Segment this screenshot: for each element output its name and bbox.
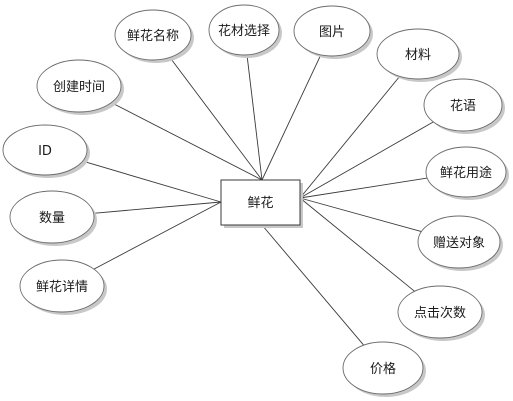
attribute-ellipse[interactable] bbox=[36, 59, 122, 113]
attribute-detail[interactable]: 鲜花详情 bbox=[19, 259, 107, 315]
attribute-image[interactable]: 图片 bbox=[293, 5, 373, 59]
connector-quantity bbox=[93, 201, 222, 214]
attribute-label: 花语 bbox=[450, 98, 476, 114]
attribute-created_time[interactable]: 创建时间 bbox=[36, 59, 124, 115]
attribute-ellipse[interactable] bbox=[114, 9, 192, 61]
entity-label: 鲜花 bbox=[247, 195, 273, 211]
attribute-ellipse[interactable] bbox=[397, 285, 483, 339]
attribute-ellipse[interactable] bbox=[423, 78, 503, 132]
connector-flower_language bbox=[299, 121, 434, 199]
entity-node: 鲜花 bbox=[220, 179, 303, 228]
attribute-ellipse[interactable] bbox=[342, 341, 424, 395]
attribute-label: 鲜花详情 bbox=[36, 279, 88, 295]
attribute-id[interactable]: ID bbox=[2, 124, 90, 178]
attribute-material_select[interactable]: 花材选择 bbox=[208, 4, 282, 58]
attribute-ellipse[interactable] bbox=[425, 146, 507, 198]
connector-created_time bbox=[111, 102, 263, 181]
connector-id bbox=[82, 160, 222, 203]
attribute-label: 花材选择 bbox=[218, 23, 270, 39]
attribute-name[interactable]: 鲜花名称 bbox=[114, 9, 194, 63]
attribute-ellipse[interactable] bbox=[208, 4, 280, 56]
attribute-price[interactable]: 价格 bbox=[342, 341, 426, 397]
attribute-ellipse[interactable] bbox=[417, 215, 501, 269]
connector-lines bbox=[82, 54, 434, 346]
attribute-label: 鲜花用途 bbox=[440, 165, 492, 181]
attribute-material[interactable]: 材料 bbox=[376, 28, 462, 82]
attribute-label: 数量 bbox=[39, 211, 65, 226]
connector-recipient bbox=[299, 197, 422, 233]
attribute-ellipse[interactable] bbox=[19, 259, 105, 313]
attribute-usage[interactable]: 鲜花用途 bbox=[425, 146, 509, 200]
attribute-flower_language[interactable]: 花语 bbox=[423, 78, 505, 134]
connector-price bbox=[261, 224, 365, 346]
attribute-quantity[interactable]: 数量 bbox=[9, 190, 97, 246]
attribute-label: 创建时间 bbox=[53, 80, 105, 95]
connector-detail bbox=[93, 201, 222, 270]
connector-image bbox=[261, 54, 322, 181]
connector-material_select bbox=[246, 54, 263, 181]
connector-clicks bbox=[299, 197, 415, 292]
attribute-label: 鲜花名称 bbox=[127, 28, 179, 44]
attribute-label: 点击次数 bbox=[414, 305, 466, 321]
connector-usage bbox=[299, 177, 428, 199]
attribute-label: 赠送对象 bbox=[433, 236, 485, 251]
connector-material bbox=[299, 76, 401, 199]
connector-name bbox=[169, 57, 263, 181]
attribute-label: ID bbox=[38, 144, 52, 159]
entity-box[interactable] bbox=[220, 179, 301, 226]
attribute-label: 材料 bbox=[405, 48, 431, 63]
attribute-ellipse[interactable] bbox=[376, 28, 460, 80]
attribute-ellipse[interactable] bbox=[9, 190, 95, 244]
attribute-recipient[interactable]: 赠送对象 bbox=[417, 215, 503, 271]
attribute-ellipse[interactable] bbox=[293, 5, 371, 57]
attribute-clicks[interactable]: 点击次数 bbox=[397, 285, 485, 341]
attribute-label: 价格 bbox=[370, 361, 396, 377]
attribute-label: 图片 bbox=[319, 25, 345, 40]
attribute-ellipse[interactable] bbox=[2, 124, 88, 176]
